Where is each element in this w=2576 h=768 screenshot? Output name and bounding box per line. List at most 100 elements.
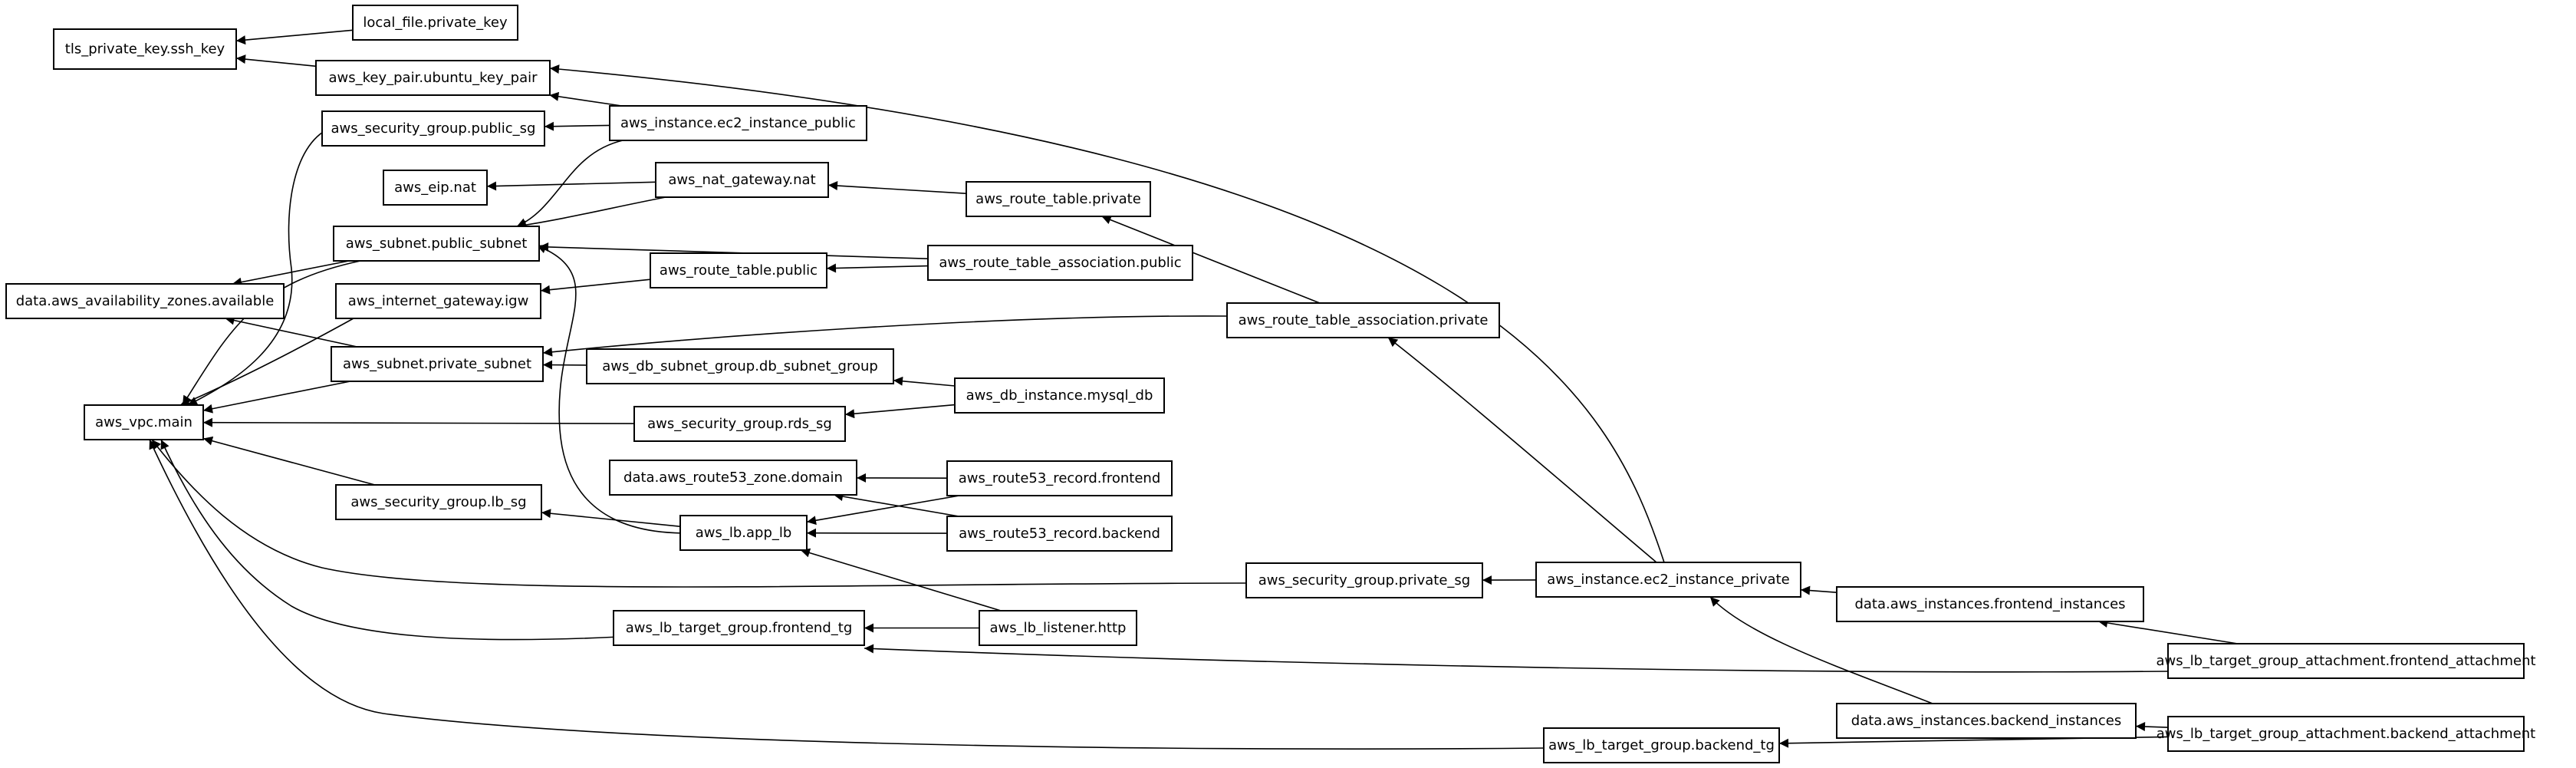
node-box <box>1535 562 1801 598</box>
node-box <box>1226 302 1500 338</box>
node-listener: aws_lb_listener.http <box>979 610 1137 646</box>
node-vpc: aws_vpc.main <box>84 404 204 440</box>
node-label: tls_private_key.ssh_key <box>65 41 225 58</box>
edge-igw-to-vpc <box>179 314 361 406</box>
node-label: aws_db_subnet_group.db_subnet_group <box>602 358 878 374</box>
edge-frontend_instances-to-ec2_private <box>1800 585 1837 595</box>
edge-subnet_private-to-az <box>225 315 357 348</box>
edge-sg_rds-to-vpc <box>202 417 635 427</box>
edge-sg_public-to-vpc <box>187 127 331 406</box>
node-label: aws_route_table.public <box>660 262 818 279</box>
node-label: aws_lb_target_group_attachment.frontend_… <box>2156 653 2535 669</box>
edge-tg_frontend-to-vpc <box>160 439 620 641</box>
node-box <box>650 252 827 288</box>
node-rt_private: aws_route_table.private <box>966 181 1151 217</box>
node-box <box>1543 727 1780 763</box>
node-r53_frontend: aws_route53_record.frontend <box>946 460 1173 496</box>
node-label: local_file.private_key <box>363 15 508 31</box>
node-box <box>613 610 865 646</box>
node-label: aws_route_table_association.public <box>939 255 1181 271</box>
edge-rta_private-to-subnet_private <box>542 315 1228 357</box>
node-rt_public: aws_route_table.public <box>650 252 827 288</box>
node-label: data.aws_route53_zone.domain <box>623 470 843 486</box>
edge-attach_frontend-to-frontend_instances <box>2097 618 2239 644</box>
node-label: aws_security_group.public_sg <box>331 120 536 137</box>
node-attach_frontend: aws_lb_target_group_attachment.frontend_… <box>2156 643 2536 679</box>
node-box <box>315 60 551 96</box>
edge-subnet_public-to-az <box>232 260 350 287</box>
edge-sg_private-to-vpc <box>151 439 1247 588</box>
edge-db_subnet_group-to-subnet_private <box>542 360 587 370</box>
node-label: aws_lb_target_group.backend_tg <box>1548 737 1775 753</box>
node-label: aws_route53_record.frontend <box>959 470 1161 486</box>
edge-sg_lb-to-vpc <box>202 436 376 486</box>
edge-subnet_private-to-vpc <box>202 381 350 414</box>
node-label: data.aws_availability_zones.available <box>16 293 275 309</box>
edge-ec2_private-to-rta_private <box>1387 337 1657 563</box>
node-box <box>655 162 829 198</box>
edge-rt_private-to-nat_gw <box>827 181 967 194</box>
edge-app_lb-to-subnet_public <box>536 244 691 534</box>
node-key_pair: aws_key_pair.ubuntu_key_pair <box>315 60 551 96</box>
node-box <box>84 404 204 440</box>
edge-nat_gw-to-eip_nat <box>486 181 656 191</box>
node-box <box>609 105 867 141</box>
node-tg_backend: aws_lb_target_group.backend_tg <box>1543 727 1780 763</box>
node-label: aws_subnet.public_subnet <box>346 236 528 252</box>
node-label: aws_db_instance.mysql_db <box>966 387 1153 404</box>
node-attach_backend: aws_lb_target_group_attachment.backend_a… <box>2157 716 2535 752</box>
node-app_lb: aws_lb.app_lb <box>679 515 808 551</box>
node-label: aws_route_table_association.private <box>1239 312 1489 328</box>
node-label: aws_key_pair.ubuntu_key_pair <box>328 70 538 86</box>
edge-listener-to-app_lb <box>800 548 1002 611</box>
node-box <box>5 283 285 319</box>
node-sg_lb: aws_security_group.lb_sg <box>335 484 542 520</box>
node-zone: data.aws_route53_zone.domain <box>609 460 857 496</box>
node-label: aws_instance.ec2_instance_private <box>1547 572 1789 588</box>
edge-db_instance-to-sg_rds <box>844 404 956 419</box>
node-box <box>2167 716 2525 752</box>
node-box <box>609 460 857 496</box>
node-label: aws_lb_target_group_attachment.backend_a… <box>2157 726 2535 742</box>
node-box <box>966 181 1151 217</box>
edge-rt_public-to-igw <box>540 279 651 295</box>
node-ec2_private: aws_instance.ec2_instance_private <box>1535 562 1801 598</box>
node-label: aws_route_table.private <box>975 191 1141 207</box>
node-box <box>1245 562 1483 598</box>
edge-nat_gw-to-subnet_public <box>516 196 666 230</box>
node-sg_private: aws_security_group.private_sg <box>1245 562 1483 598</box>
node-label: aws_subnet.private_subnet <box>343 356 531 372</box>
edge-attach_backend-to-backend_instances <box>2135 722 2169 732</box>
edge-subnet_public-to-vpc <box>182 260 361 406</box>
edge-backend_instances-to-ec2_private <box>1709 596 1933 704</box>
edge-rta_private-to-rt_private <box>1101 215 1321 304</box>
edge-app_lb-to-sg_lb <box>541 509 681 527</box>
node-frontend_instances: data.aws_instances.frontend_instances <box>1836 586 2144 622</box>
edge-ec2_private-to-key_pair <box>549 64 1665 563</box>
node-box <box>383 170 488 206</box>
node-box <box>1836 586 2144 622</box>
node-box <box>335 484 542 520</box>
node-box <box>53 28 237 70</box>
node-box <box>321 110 545 147</box>
edge-db_instance-to-db_subnet_group <box>893 376 956 387</box>
node-label: aws_lb_listener.http <box>990 620 1127 636</box>
node-sg_public: aws_security_group.public_sg <box>321 110 545 147</box>
edge-ec2_public-to-key_pair <box>549 91 622 107</box>
nodes-layer: tls_private_key.ssh_key local_file.privat… <box>5 5 2536 763</box>
edge-local_file-to-tls_key <box>235 29 354 45</box>
node-label: aws_security_group.private_sg <box>1258 572 1470 588</box>
node-label: aws_security_group.rds_sg <box>647 416 832 432</box>
node-box <box>331 346 544 382</box>
node-tg_frontend: aws_lb_target_group.frontend_tg <box>613 610 865 646</box>
edge-tg_backend-to-vpc <box>149 439 1545 750</box>
node-box <box>946 516 1173 552</box>
node-igw: aws_internet_gateway.igw <box>335 283 541 319</box>
node-db_instance: aws_db_instance.mysql_db <box>954 377 1165 414</box>
node-box <box>979 610 1137 646</box>
node-box <box>946 460 1173 496</box>
node-subnet_public: aws_subnet.public_subnet <box>333 226 540 262</box>
node-local_file: local_file.private_key <box>352 5 518 41</box>
node-backend_instances: data.aws_instances.backend_instances <box>1836 703 2137 739</box>
